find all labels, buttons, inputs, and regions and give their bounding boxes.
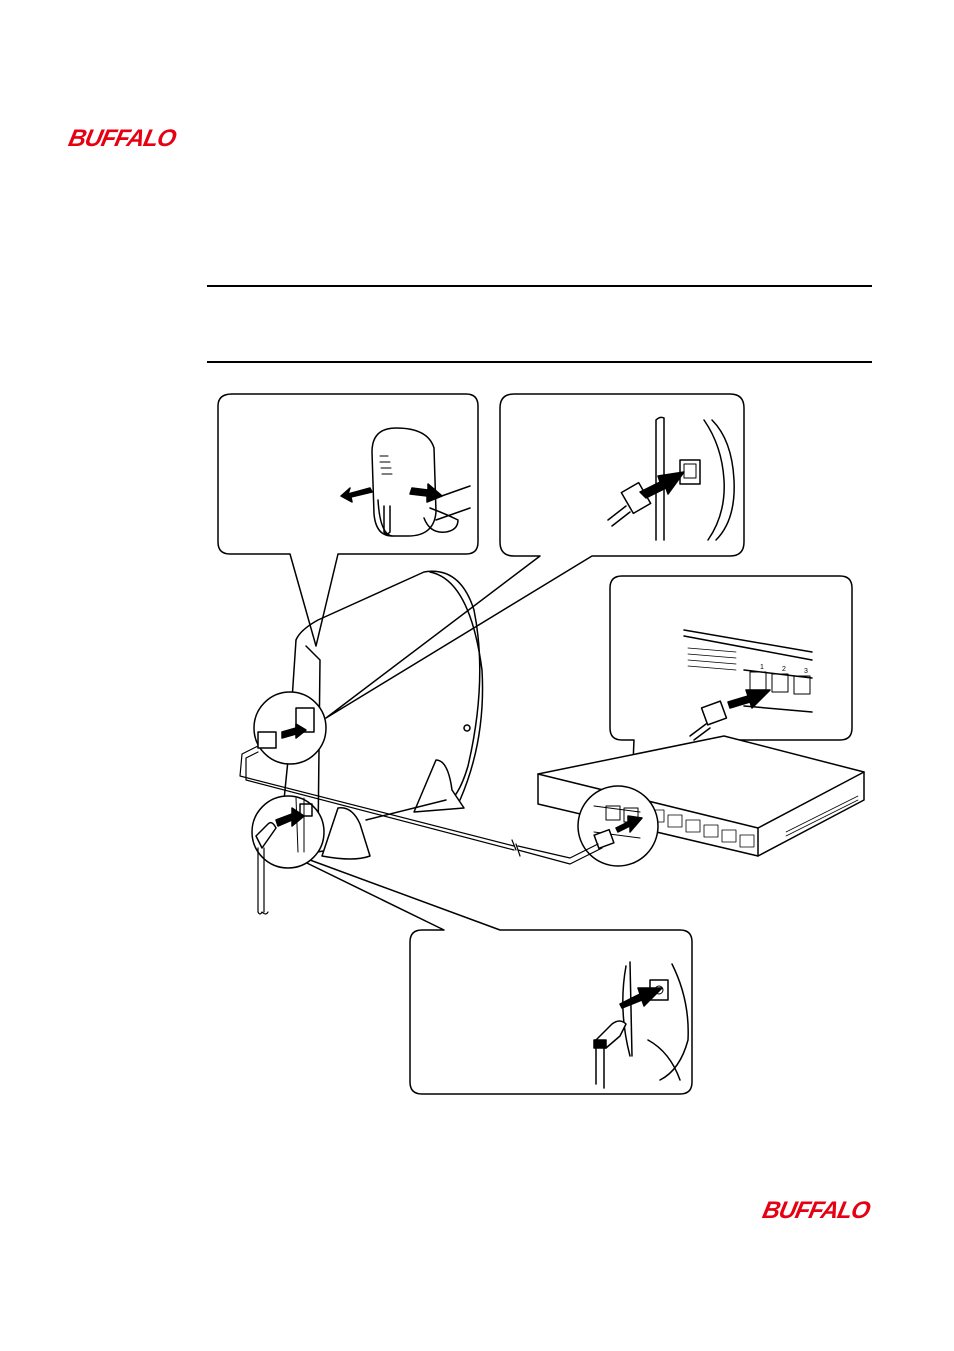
hub-port-label-2: 2 [782, 666, 786, 673]
hub-port-label-3: 3 [804, 668, 808, 675]
access-point-unit [252, 571, 483, 868]
svg-text:BUFFALO: BUFFALO [760, 1197, 873, 1222]
callout-power-port [272, 846, 692, 1094]
hub-port-label-1: 1 [760, 664, 764, 671]
buffalo-logo-bottom: BUFFALO [760, 1196, 882, 1222]
callout-antenna-cover [218, 394, 478, 646]
